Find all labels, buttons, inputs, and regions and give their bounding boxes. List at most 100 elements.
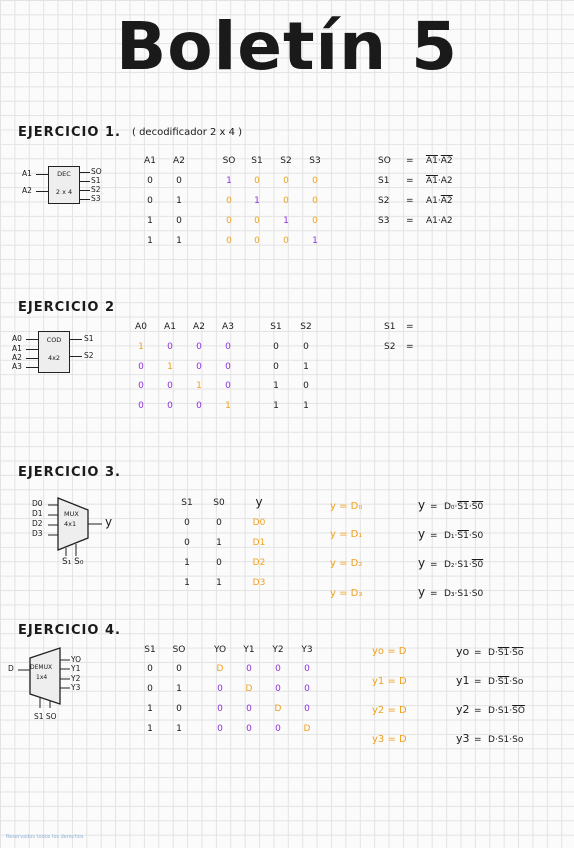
ex4-cell: 0 (275, 684, 281, 694)
ex1-pin-a1: A1 (22, 169, 32, 178)
ex4-cell: 0 (246, 704, 252, 714)
ex2-pin-s1: S1 (84, 334, 94, 343)
ex3-equation: y=D₁·S1·S0 (418, 527, 484, 541)
ex2-pin-a1: A1 (12, 344, 22, 353)
ex1-cell: 0 (176, 176, 182, 186)
ex2-cell: 0 (196, 342, 202, 352)
ex2-pin-s2: S2 (84, 351, 94, 360)
ex2-heading: EJERCICIO 2 (18, 300, 115, 315)
ex1-cell: 0 (254, 216, 260, 226)
ex1-cell: 0 (312, 216, 318, 226)
ex2-cell: 1 (138, 342, 144, 352)
ex1-header: A1 (144, 156, 156, 166)
ex3-mid-equation: y = D₂ (330, 558, 363, 569)
ex3-mid-equation: y = D₁ (330, 529, 363, 540)
ex2-cell: 0 (225, 362, 231, 372)
ex4-equation: y2=D·S1·SO (456, 703, 525, 716)
ex1-pin-a2: A2 (22, 186, 32, 195)
ex4-header: S1 (144, 645, 156, 655)
ex1-equation: S1=A1·A2 (378, 176, 453, 186)
ex1-pin-s0: SO (91, 167, 102, 176)
ex2-cell: 0 (225, 342, 231, 352)
ex2-cell: 0 (303, 381, 309, 391)
ex3-cell: 0 (216, 518, 222, 528)
ex2-block-size: 4x2 (47, 354, 61, 362)
ex4-cell: 0 (304, 684, 310, 694)
ex4-cell: 1 (147, 724, 153, 734)
ex3-mid-equation: y = D₀ (330, 501, 363, 512)
ex2-block-label: COD (46, 336, 62, 344)
ex2-cell: 1 (273, 381, 279, 391)
ex3-header: S1 (181, 498, 193, 508)
ex1-cell: 1 (312, 236, 318, 246)
ex1-pin-s2: S2 (91, 185, 101, 194)
ex1-pin-s3: S3 (91, 194, 101, 203)
ex1-header: S3 (309, 156, 321, 166)
ex4-mid-equation: y1 = D (372, 676, 407, 687)
ex2-cell: 1 (303, 401, 309, 411)
ex4-pin-y1: Y1 (71, 664, 81, 673)
ex2-cell: 0 (138, 362, 144, 372)
ex3-cell: D3 (252, 578, 266, 588)
ex4-cell: 1 (147, 704, 153, 714)
ex3-equation: y=D₃·S1·S0 (418, 585, 484, 599)
ex2-header: A3 (222, 322, 234, 332)
ex4-cell: 0 (217, 684, 223, 694)
ex4-block-size: 1x4 (36, 674, 48, 681)
ex1-pin-s1: S1 (91, 176, 101, 185)
page-title: Boletín 5 (115, 8, 459, 85)
ex3-block-size: 4x1 (64, 520, 77, 528)
ex3-cell: D0 (252, 518, 266, 528)
ex2-pin-a3: A3 (12, 362, 22, 371)
ex1-heading: EJERCICIO 1. (18, 125, 121, 140)
ex4-cell: D (274, 704, 282, 714)
ex1-cell: 1 (226, 176, 232, 186)
ex1-cell: 0 (312, 176, 318, 186)
ex2-cell: 1 (196, 381, 202, 391)
ex4-cell: 0 (217, 724, 223, 734)
ex2-cell: 0 (138, 401, 144, 411)
ex2-cell: 0 (273, 342, 279, 352)
ex2-cell: 0 (225, 381, 231, 391)
ex3-cell: 1 (216, 578, 222, 588)
ex4-cell: 0 (304, 664, 310, 674)
ex2-header: A0 (135, 322, 147, 332)
ex1-header: A2 (173, 156, 185, 166)
ex1-note: ( decodificador 2 x 4 ) (132, 127, 243, 138)
ex3-cell: 1 (216, 538, 222, 548)
ex1-cell: 0 (283, 196, 289, 206)
ex4-pin-y2: Y2 (71, 674, 81, 683)
ex4-header: SO (172, 645, 186, 655)
ex1-cell: 0 (226, 196, 232, 206)
ex4-mid-equation: y2 = D (372, 705, 407, 716)
ex4-cell: D (245, 684, 253, 694)
ex4-cell: 0 (304, 704, 310, 714)
ex4-cell: 1 (176, 684, 182, 694)
ex1-header: SO (222, 156, 236, 166)
ex1-cell: 0 (226, 236, 232, 246)
ex3-equation: y=D₀·S1·S0 (418, 498, 484, 512)
ex4-header: YO (213, 645, 227, 655)
ex1-cell: 1 (283, 216, 289, 226)
ex3-pin-y: y (105, 515, 113, 529)
ex1-cell: 0 (254, 236, 260, 246)
ex2-cell: 0 (138, 381, 144, 391)
ex1-header: S2 (280, 156, 292, 166)
ex3-block-label: MUX (64, 510, 79, 518)
ex2-equation: S2= (384, 342, 414, 352)
ex1-header: S1 (251, 156, 263, 166)
ex1-cell: 0 (226, 216, 232, 226)
ex4-equation: y3=D·S1·So (456, 732, 524, 745)
ex3-cell: D1 (252, 538, 266, 548)
ex2-equation: S1= (384, 322, 414, 332)
ex4-mid-equation: yo = D (372, 646, 407, 657)
ex1-cell: 1 (176, 236, 182, 246)
ex3-cell: 0 (184, 518, 190, 528)
ex3-mid-equation: y = D₃ (330, 588, 363, 599)
ex2-cell: 1 (167, 362, 173, 372)
ex2-cell: 0 (303, 342, 309, 352)
ex2-header: A2 (193, 322, 205, 332)
ex1-cell: 0 (254, 176, 260, 186)
ex2-cell: 0 (167, 381, 173, 391)
ex2-cell: 0 (167, 342, 173, 352)
